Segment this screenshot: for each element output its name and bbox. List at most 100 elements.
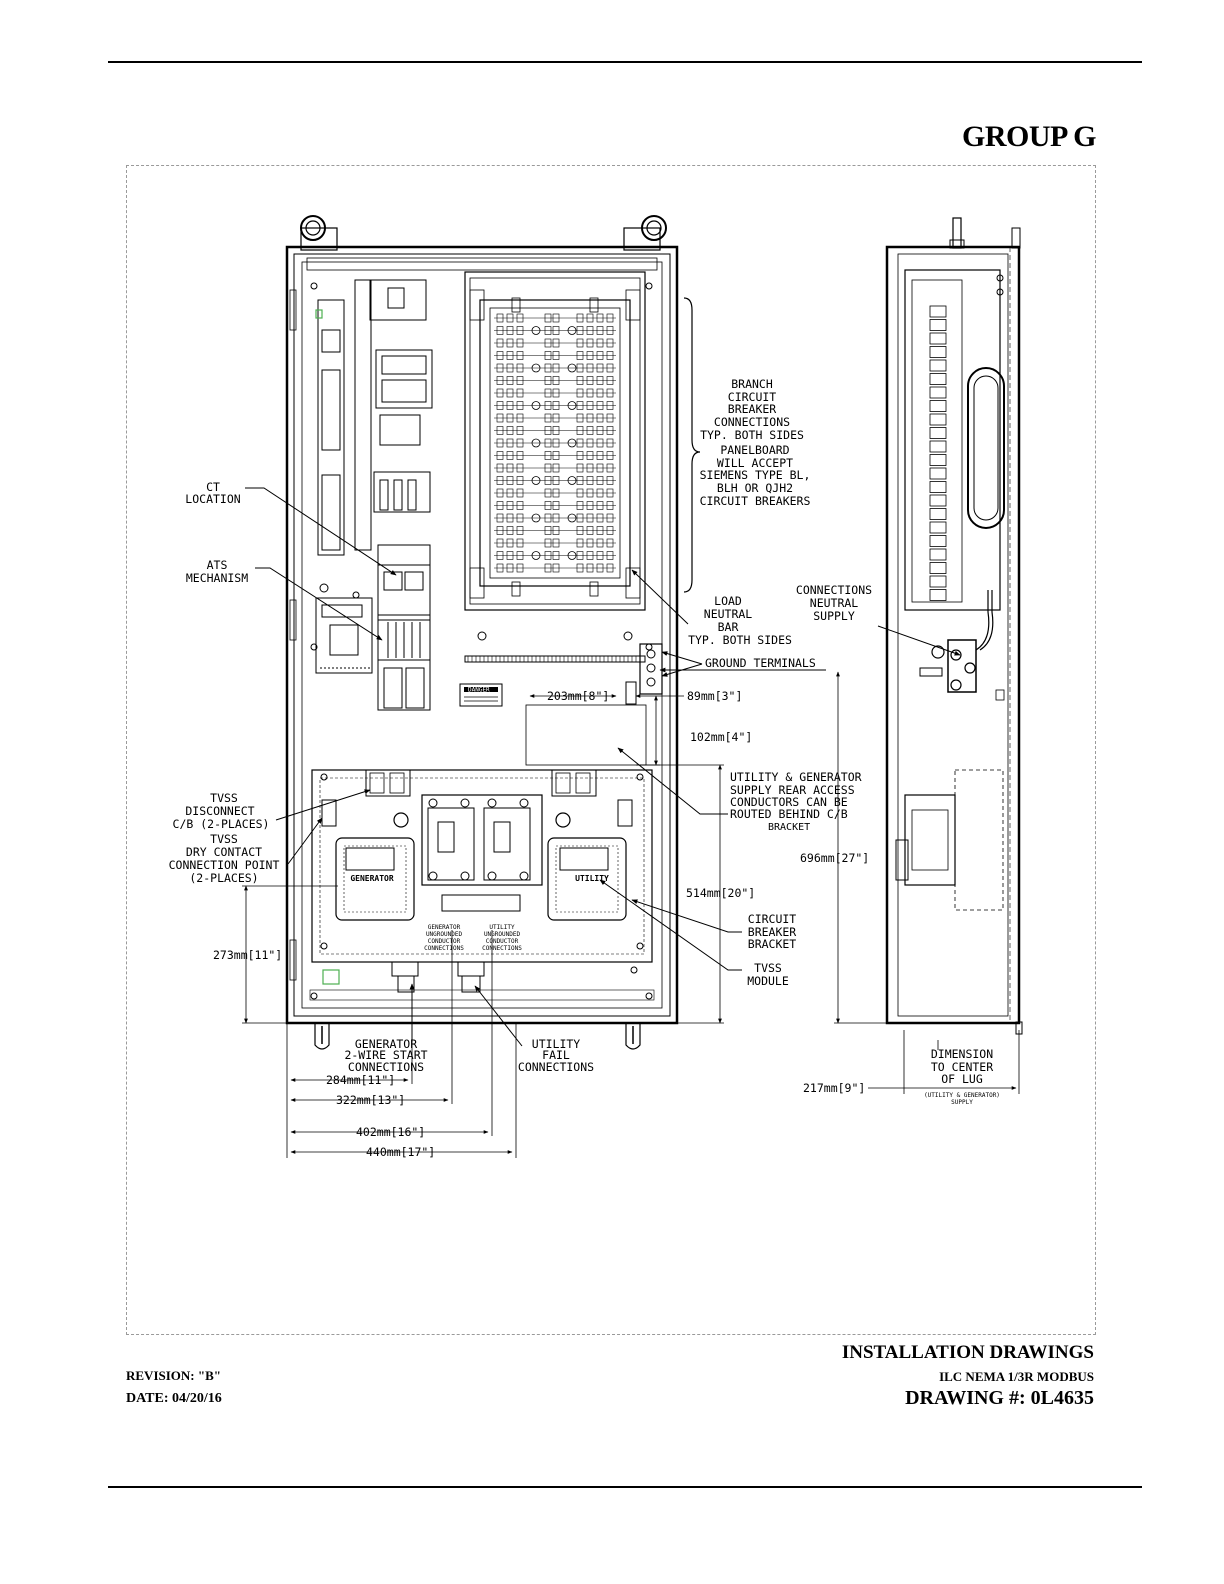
util-ungrounded-4: CONNECTIONS [482,945,522,952]
breaker-row [494,551,616,560]
breaker-row [494,313,616,323]
gen-ungrounded-1: GENERATOR [428,924,461,931]
tvss-disc-line-1: TVSS [210,791,238,805]
cbb-line-2: BREAKER [748,925,797,939]
tvss-dry-line-3: CONNECTION POINT [169,858,280,872]
side-breaker [929,386,947,399]
breaker-row [494,563,616,573]
side-breaker [929,373,947,385]
util-ungrounded-2: UNGROUNDED [484,931,521,938]
front-enclosure [285,215,679,1050]
tvss-dry-line-1: TVSS [210,832,238,846]
breaker-row [494,351,616,360]
breaker-row [494,488,616,498]
circuit-breaker-bracket [311,769,653,974]
drawing-number: DRAWING #: 0L4635 [905,1387,1094,1409]
dim-273: 273mm[11"] [213,948,282,962]
leader-lines [245,297,961,1047]
load-line-1: LOAD [714,594,742,608]
panelboard-line-1: PANELBOARD [720,443,789,457]
load-line-4: TYP. BOTH SIDES [688,633,792,647]
side-breaker [929,359,947,372]
dim-217: 217mm[9"] [803,1081,865,1095]
panelboard-line-5: CIRCUIT BREAKERS [700,494,811,508]
utility-module-label: UTILITY [575,874,609,883]
controller-components [315,279,433,556]
ug-supply-line-3: CONDUCTORS CAN BE [730,795,848,809]
side-breaker [929,521,947,534]
neutral-connector [625,681,637,705]
group-title: GROUP G [961,120,1097,153]
callout-generator-2wire: GENERATOR 2-WIRE START CONNECTIONS [344,1037,427,1074]
lug-line-2: TO CENTER [931,1060,993,1074]
dimension-lines [242,671,1020,1158]
breaker-row [494,538,616,548]
ground-terminals-label: GROUND TERMINALS [705,656,816,670]
dim-514: 514mm[20"] [686,886,755,900]
breaker-row [494,338,616,348]
breaker-row [494,426,616,435]
ufail-line-1: UTILITY [532,1037,581,1051]
callout-branch-circuit: BRANCH CIRCUIT BREAKER CONNECTIONS TYP. … [700,377,804,442]
drawing-frame [126,165,1096,1335]
breaker-row [494,363,616,373]
side-breaker [929,575,947,588]
breaker-row [494,388,616,398]
tvss-disc-line-2: DISCONNECT [185,804,254,818]
callout-ats-mechanism: ATS MECHANISM [186,558,248,585]
breaker-row [494,401,616,410]
tvss-mod-line-2: MODULE [747,974,789,988]
bottom-rule [108,1486,1142,1488]
model-label: ILC NEMA 1/3R MODBUS [939,1369,1094,1384]
side-breaker [929,467,947,480]
branch-line-4: CONNECTIONS [714,415,790,429]
gen-ungrounded-4: CONNECTIONS [424,945,464,952]
installation-drawings-title: INSTALLATION DRAWINGS [841,1342,1094,1363]
side-breaker [929,440,947,453]
callout-load-neutral: LOAD NEUTRAL BAR TYP. BOTH SIDES [688,594,792,647]
tvss-disc-line-3: C/B (2-PLACES) [173,817,270,831]
lug-line-5: SUPPLY [951,1099,973,1106]
side-breaker [929,508,947,520]
side-breaker [929,427,947,439]
ug-supply-line-1: UTILITY & GENERATOR [730,770,862,784]
branch-line-3: BREAKER [728,402,777,416]
generator-module-label: GENERATOR [350,874,394,883]
callout-neutral-supply: CONNECTIONS NEUTRAL SUPPLY [796,583,872,623]
neutral-supply-line-3: SUPPLY [813,609,855,623]
load-line-2: NEUTRAL [704,607,753,621]
neutral-supply-line-2: NEUTRAL [810,596,859,610]
panelboard-line-3: SIEMENS TYPE BL, [700,468,811,482]
dim-284: 284mm[11"] [326,1073,395,1087]
side-breaker-stack [929,305,947,601]
callout-tvss-module: TVSS MODULE [747,961,789,988]
side-breaker [929,319,947,331]
util-ungrounded-1: UTILITY [489,924,515,931]
gen-ungrounded-3: CONDUCTOR [428,938,461,945]
revision-label: REVISION: "B" [126,1368,221,1383]
side-breaker [929,562,947,574]
conductor-routing-space [525,704,647,766]
branch-line-2: CIRCUIT [728,390,777,404]
dim-322: 322mm[13"] [336,1093,405,1107]
branch-line-1: BRANCH [731,377,773,391]
gen2w-line-2: 2-WIRE START [344,1048,427,1062]
danger-label: DANGER [459,683,503,707]
ct-line-2: LOCATION [185,492,240,506]
callout-ct-location: CT LOCATION [185,480,240,506]
panelboard-line-2: WILL ACCEPT [717,456,793,470]
tvss-mod-line-1: TVSS [754,961,782,975]
breaker-row [494,451,616,460]
tvss-dry-line-4: (2-PLACES) [189,871,258,885]
breaker-rows [494,313,616,573]
callout-breaker-bracket: CIRCUIT BREAKER BRACKET [748,912,797,951]
side-breaker [929,346,947,358]
dim-696: 696mm[27"] [800,851,869,865]
ats-line-2: MECHANISM [186,571,248,585]
cbb-line-1: CIRCUIT [748,912,797,926]
lug-line-3: OF LUG [941,1072,983,1086]
neutral-supply-line-1: CONNECTIONS [796,583,872,597]
dim-89: 89mm[3"] [687,689,742,703]
dim-102: 102mm[4"] [690,730,752,744]
side-breaker [929,400,947,412]
